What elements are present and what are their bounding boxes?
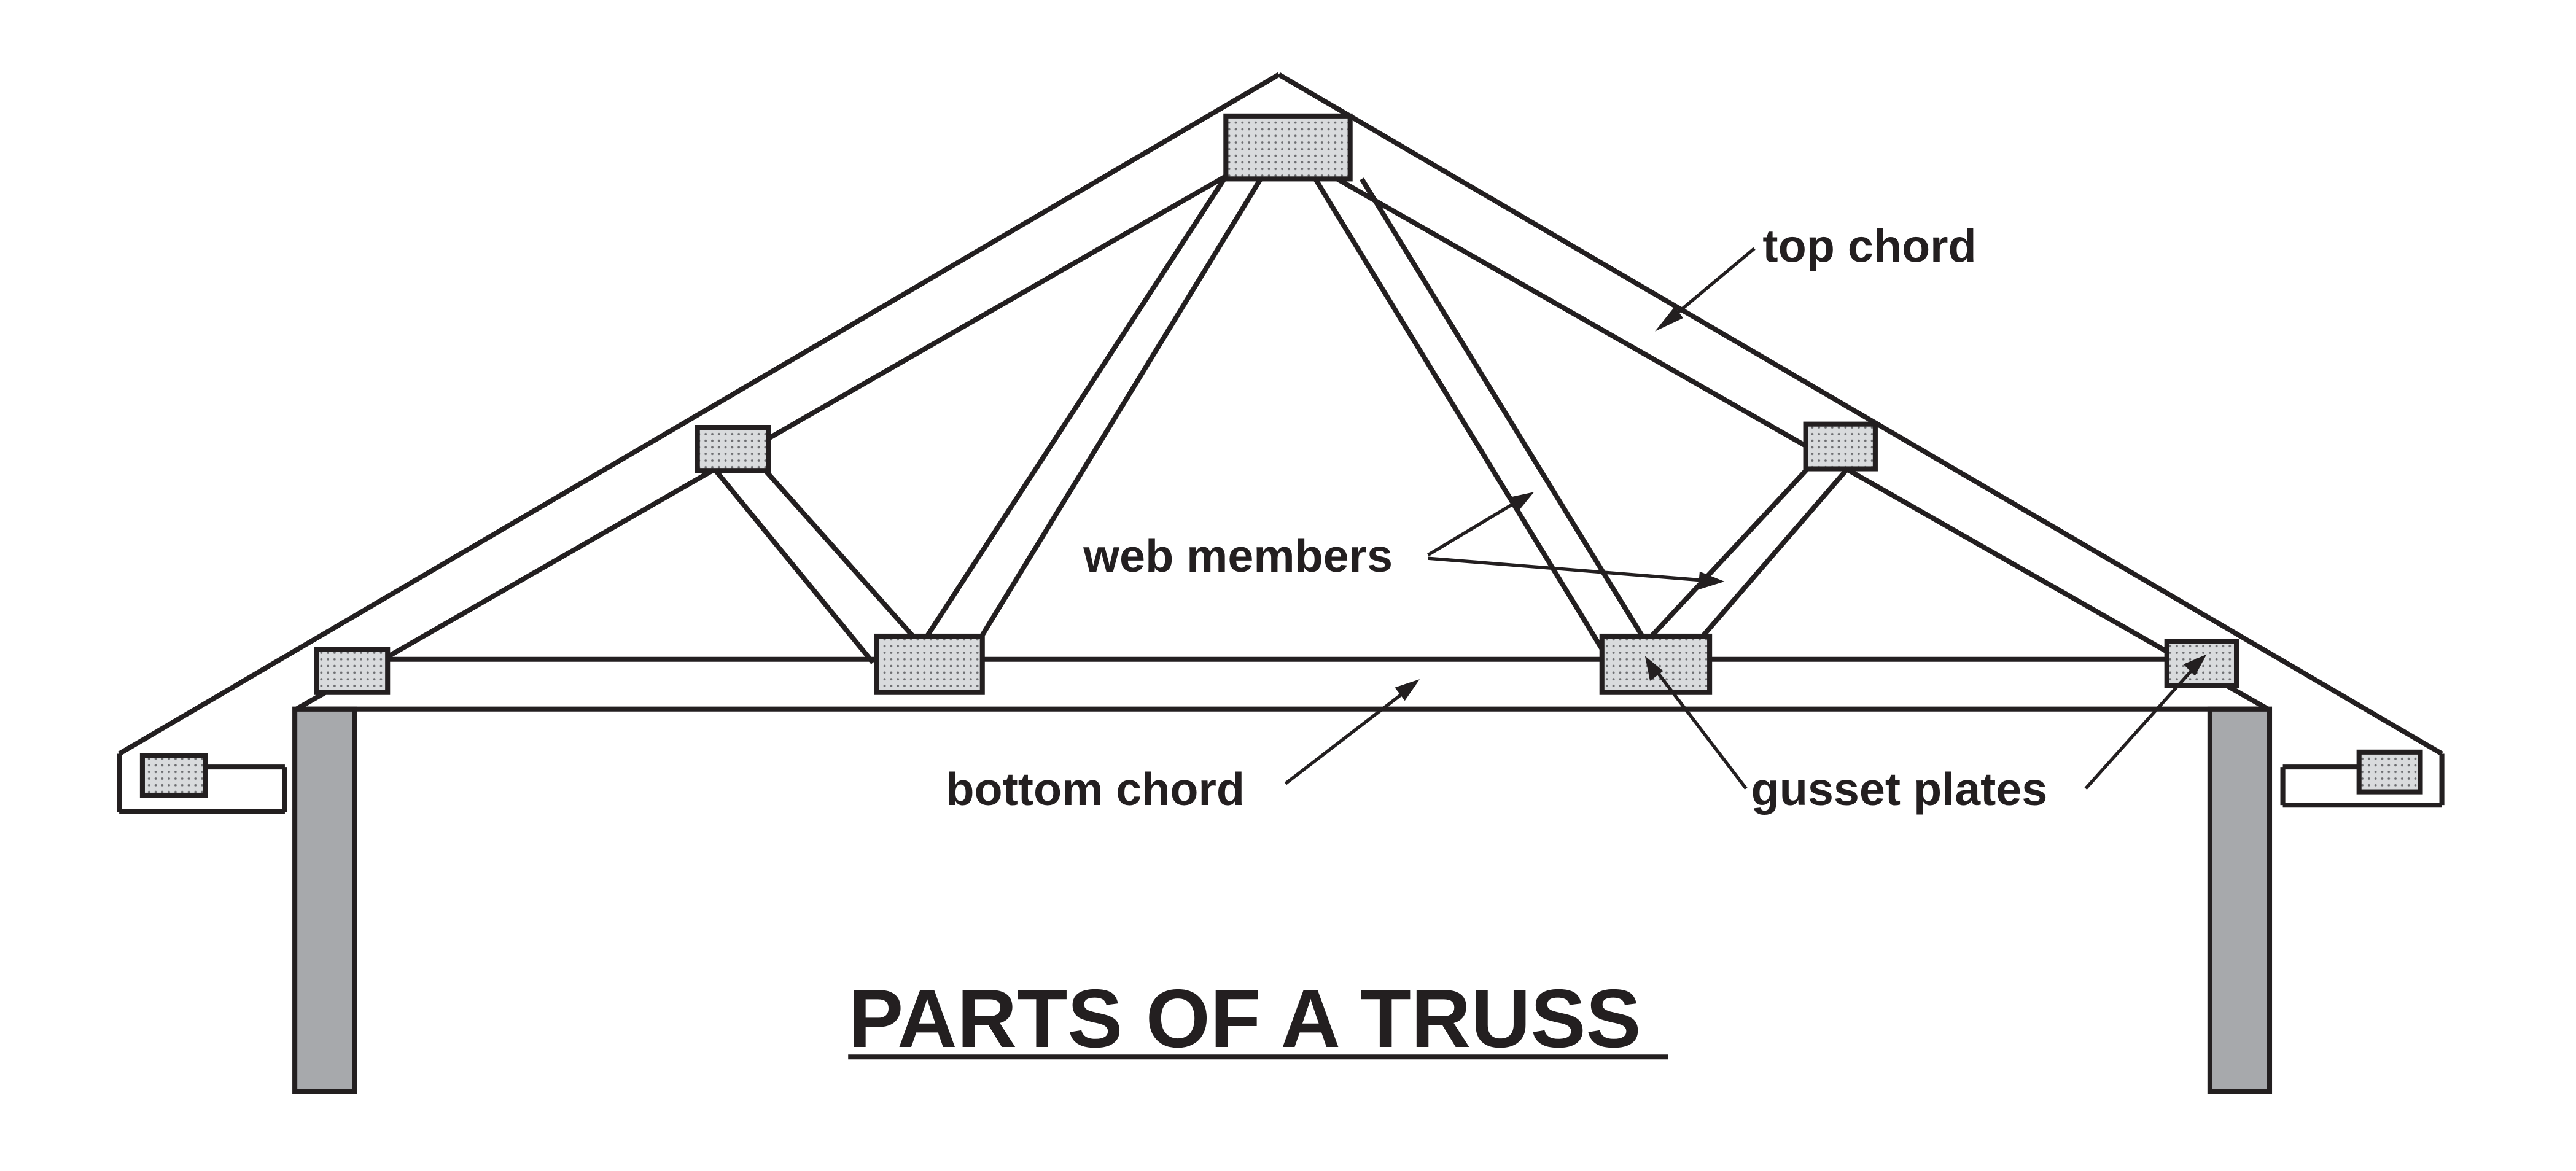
web-member-left-inner xyxy=(924,177,1263,639)
left-overhang-tail xyxy=(117,753,287,815)
top-chord-label: top chord xyxy=(1762,220,1976,272)
diagram-title: PARTS OF A TRUSS xyxy=(848,972,1641,1065)
bottom-chord xyxy=(296,656,2268,712)
gusset-plate-left-tail xyxy=(139,753,208,798)
top-chord-right xyxy=(1277,72,2443,757)
web-member-left-outer xyxy=(714,469,917,664)
gusset-plate-left-upper xyxy=(695,425,771,473)
gusset-plate-right-tail xyxy=(2356,749,2423,795)
top-chord-left xyxy=(118,72,1280,757)
web-members-leader-1 xyxy=(1427,492,1535,557)
web-members-label: web members xyxy=(1083,531,1393,582)
gusset-plate-right-upper xyxy=(1803,421,1878,472)
gusset-plates-leader-1 xyxy=(1644,656,1748,790)
gusset-plate-right-web xyxy=(1599,633,1713,695)
top-chord-leader xyxy=(1655,247,1756,332)
gusset-plates-label: gusset plates xyxy=(1751,764,2048,815)
right-support-post xyxy=(2207,706,2273,1094)
gusset-plate-left-heel xyxy=(314,647,391,695)
gusset-plate-peak xyxy=(1223,113,1353,182)
web-member-right-outer xyxy=(1648,465,1851,640)
bottom-chord-leader xyxy=(1284,679,1420,785)
left-support-post xyxy=(292,706,357,1094)
web-members-leader-2 xyxy=(1428,556,1725,590)
right-overhang-tail xyxy=(2280,753,2445,808)
web-member-right-inner xyxy=(1313,177,1646,656)
gusset-plate-left-web xyxy=(874,633,985,695)
bottom-chord-label: bottom chord xyxy=(946,764,1245,815)
gusset-plates-leader-2 xyxy=(2084,654,2207,790)
